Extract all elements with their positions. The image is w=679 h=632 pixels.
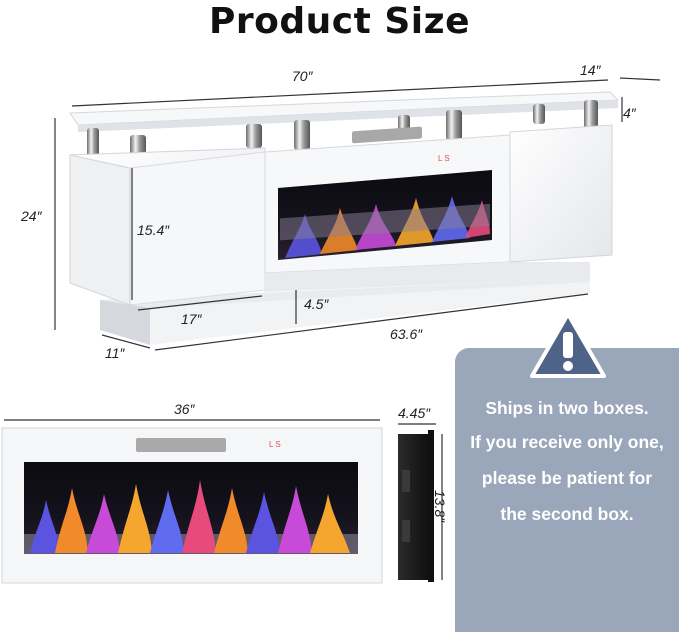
page-title: Product Size [209, 1, 470, 42]
dim-overall-width: 70″ [292, 68, 313, 84]
stand-dimension-lines [54, 77, 661, 351]
electric-fireplace-insert [1, 427, 434, 584]
warning-icon [530, 312, 606, 378]
notice-line-2: If you receive only one, [470, 432, 664, 452]
right-cabinet [509, 124, 613, 263]
dim-cabinet-width: 17″ [181, 311, 202, 327]
dim-insert-width: 36″ [174, 401, 195, 417]
dim-base-height: 4.5″ [304, 296, 329, 312]
notice-line-1: Ships in two boxes. [485, 398, 649, 418]
dim-insert-depth: 4.45″ [398, 405, 431, 421]
stand-panel-label: L S [438, 154, 450, 163]
dim-base-depth: 11″ [105, 345, 125, 361]
dim-base-width: 63.6″ [390, 326, 423, 342]
dim-insert-height: 13.8″ [432, 490, 448, 523]
shipping-notice: Ships in two boxes. If you receive only … [455, 312, 679, 632]
top-shelf [69, 91, 620, 132]
dim-top-clearance: 4″ [623, 105, 636, 121]
insert-dimension-lines [4, 419, 443, 580]
left-cabinet [69, 147, 266, 306]
dim-cabinet-height: 15.4″ [137, 222, 170, 238]
stand-base [100, 278, 590, 345]
insert-panel-label: L S [269, 440, 281, 449]
dim-depth: 14″ [580, 62, 601, 78]
stand-flames [280, 196, 490, 258]
notice-line-3: please be patient for [481, 468, 653, 488]
notice-line-4: the second box. [500, 504, 634, 524]
dim-overall-height: 24″ [21, 208, 42, 224]
